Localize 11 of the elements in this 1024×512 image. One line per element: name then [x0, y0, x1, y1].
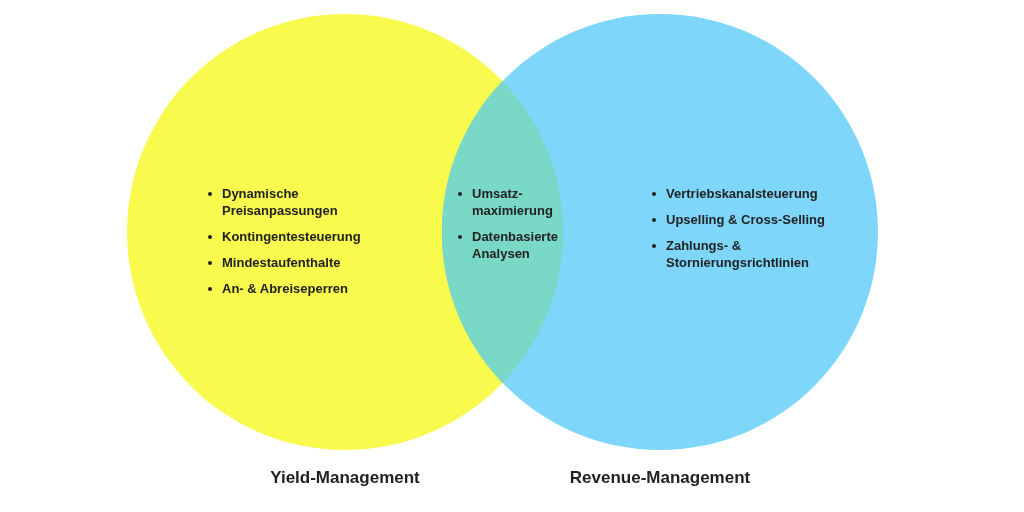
bullet-item: Upselling & Cross-Selling — [652, 211, 852, 228]
circle-heading: Yield-Management — [270, 468, 420, 488]
bullet-item: Vertriebskanalsteuerung — [652, 185, 852, 202]
bullet-item: Umsatz-maximierung — [458, 185, 576, 219]
bullet-item: Datenbasierte Analysen — [458, 228, 576, 262]
bullet-item: Dynamische Preisanpassungen — [208, 185, 408, 219]
bullet-item: Mindestaufenthalte — [208, 254, 408, 271]
circle-heading: Revenue-Management — [569, 468, 751, 488]
bullet-item: An- & Abreiseperren — [208, 280, 408, 297]
bullet-item: Kontingentesteuerung — [208, 228, 408, 245]
bullet-item: Zahlungs- & Stornierungsrichtlinien — [652, 237, 852, 271]
